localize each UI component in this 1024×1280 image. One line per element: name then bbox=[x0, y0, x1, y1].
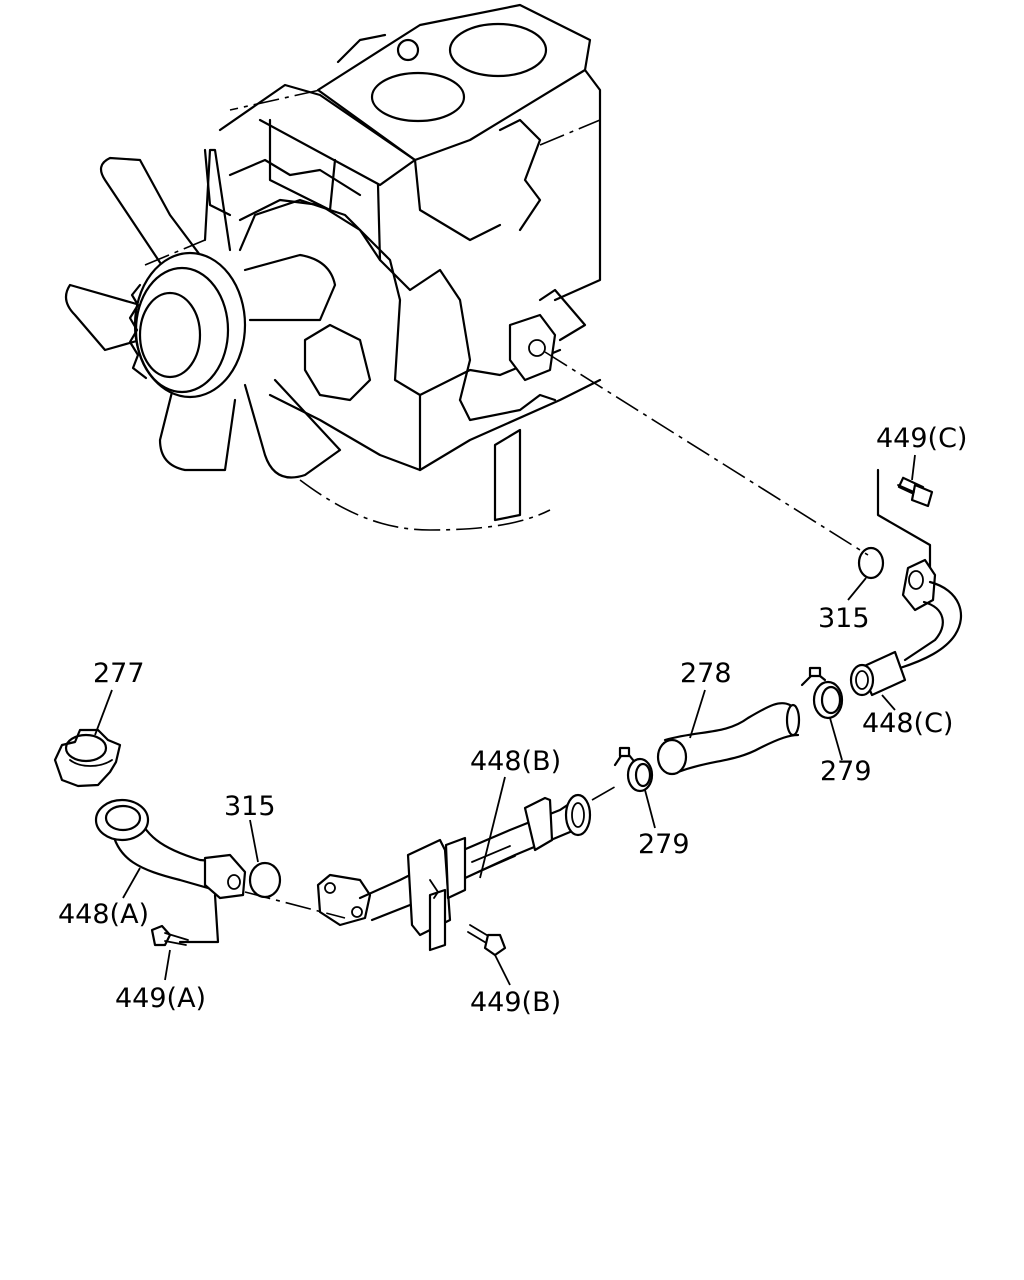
pipe-448a bbox=[94, 798, 247, 944]
label-278: 278 bbox=[680, 658, 732, 689]
o-ring-315-lower bbox=[248, 861, 282, 899]
label-277: 277 bbox=[93, 658, 145, 689]
bolt-449c bbox=[876, 468, 934, 577]
leader-lines bbox=[94, 454, 916, 986]
label-448c: 448(C) bbox=[862, 708, 953, 739]
label-315-lower: 315 bbox=[224, 791, 276, 822]
label-449a: 449(A) bbox=[115, 983, 206, 1014]
cap-277 bbox=[53, 728, 122, 788]
fan-assembly bbox=[64, 148, 342, 479]
hose-278 bbox=[656, 701, 801, 776]
label-449c: 449(C) bbox=[876, 423, 967, 454]
label-448a: 448(A) bbox=[58, 899, 149, 930]
alignment-line-upper bbox=[544, 351, 869, 556]
label-279-right: 279 bbox=[820, 756, 872, 787]
label-279-center: 279 bbox=[638, 829, 690, 860]
engine-block bbox=[203, 3, 602, 531]
clamp-279-center bbox=[613, 746, 654, 793]
part-labels: 449(C) 315 448(C) 278 279 277 448(B) 279… bbox=[58, 423, 967, 1018]
alignment-line-center bbox=[591, 784, 619, 801]
label-449b: 449(B) bbox=[470, 987, 561, 1018]
bolt-449b bbox=[467, 924, 507, 957]
bolt-449a bbox=[150, 924, 189, 947]
pipe-448c bbox=[849, 558, 963, 697]
label-315-upper: 315 bbox=[818, 603, 870, 634]
clamp-279-right bbox=[800, 666, 844, 720]
pipe-448b bbox=[316, 793, 592, 952]
o-ring-315-upper bbox=[857, 546, 885, 580]
label-448b: 448(B) bbox=[470, 746, 561, 777]
alignment-line-lower bbox=[244, 891, 346, 919]
